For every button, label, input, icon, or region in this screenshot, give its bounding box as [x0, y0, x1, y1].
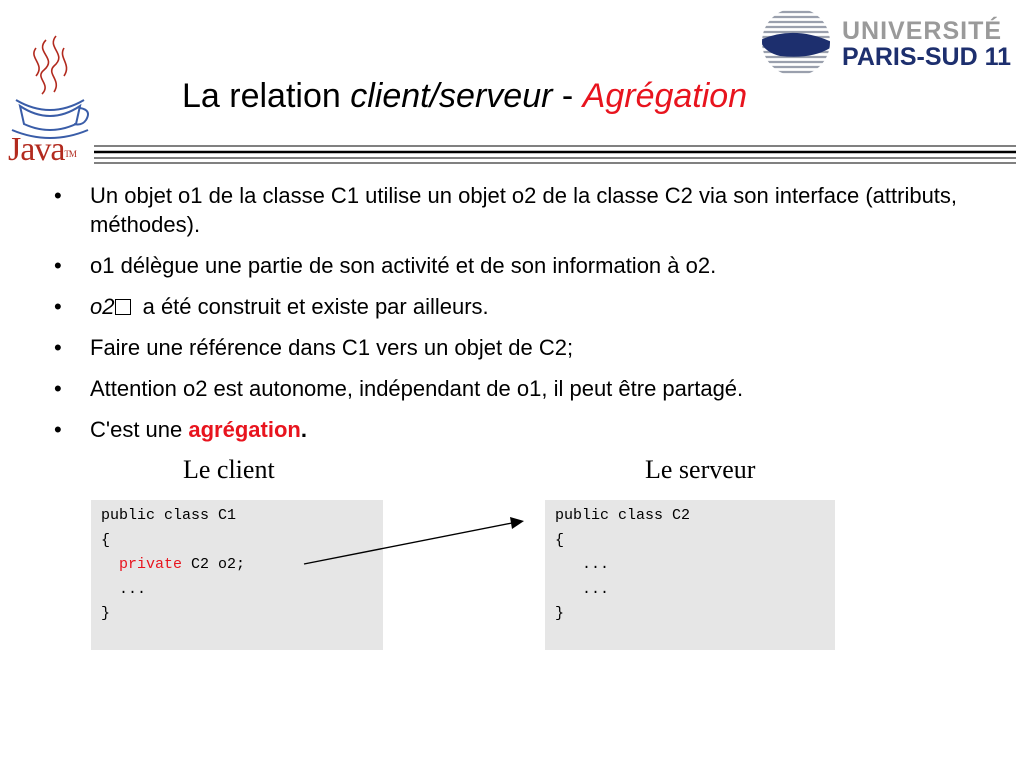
code-keyword: private: [119, 556, 183, 573]
code-line: ...: [555, 556, 610, 573]
empty-box-icon: [115, 299, 132, 315]
code-line: }: [555, 605, 565, 622]
code-line: public class C2: [555, 507, 691, 524]
bullet-item: Un objet o1 de la classe C1 utilise un o…: [54, 181, 994, 239]
java-wordmark: JavaTM: [8, 131, 77, 168]
code-line: {: [101, 531, 111, 549]
java-cup-logo-icon: [11, 35, 89, 139]
university-globe-logo-icon: [762, 8, 830, 76]
server-code-box: public class C2 { ... ...}: [545, 500, 835, 650]
bullet-item: Faire une référence dans C1 vers un obje…: [54, 333, 994, 362]
bullet-list: Un objet o1 de la classe C1 utilise un o…: [54, 181, 994, 456]
code-line: {: [555, 531, 565, 549]
code-line: ...: [101, 580, 147, 598]
reference-arrow-icon: [303, 517, 524, 565]
bullet-item: Attention o2 est autonome, indépendant d…: [54, 374, 994, 403]
university-name-line1: UNIVERSITÉ: [842, 17, 1003, 45]
university-name-line2: PARIS-SUD 11: [842, 43, 1012, 71]
code-line: }: [101, 605, 111, 622]
code-line: ...: [555, 580, 610, 598]
client-code-box: public class C1 { private C2 o2; ...}: [91, 500, 383, 650]
code-line: private C2 o2;: [119, 556, 246, 573]
code-line: public class C1: [101, 507, 237, 524]
page-title: La relation client/serveur - Agrégation: [182, 77, 748, 115]
server-label: Le serveur: [645, 455, 756, 484]
bullet-item: C'est une agrégation.: [54, 415, 994, 444]
title-divider-lines: [94, 145, 1016, 164]
bullet-item: o1 délègue une partie de son activité et…: [54, 251, 994, 280]
client-label: Le client: [183, 455, 275, 484]
bullet-item: o2 a été construit et existe par ailleur…: [54, 292, 994, 321]
